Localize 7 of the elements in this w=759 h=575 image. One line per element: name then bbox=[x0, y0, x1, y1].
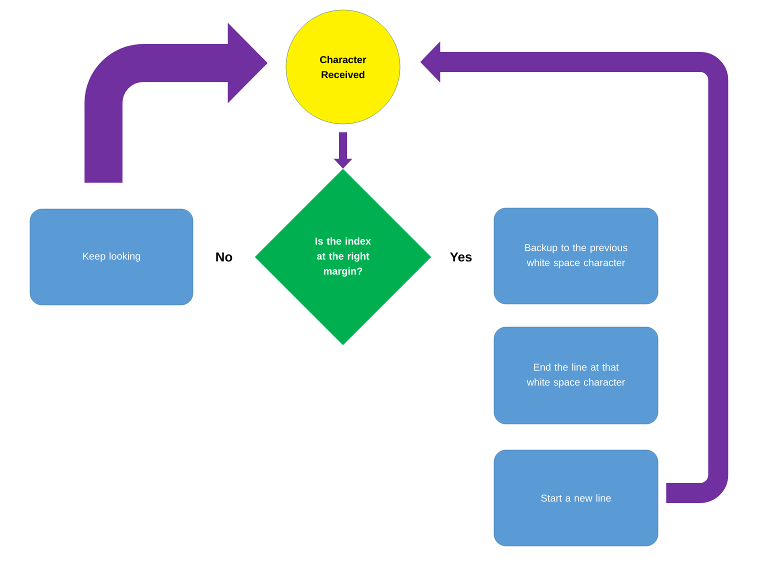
process-box: End the line at that white space character bbox=[494, 326, 658, 424]
process-box: Start a new line bbox=[494, 450, 658, 546]
branch-label: Yes bbox=[450, 252, 472, 262]
branch-label: No bbox=[216, 252, 232, 262]
process-box: Keep looking bbox=[30, 208, 194, 306]
circle-node: Character Received bbox=[286, 10, 400, 124]
process-box: Backup to the previous white space character bbox=[494, 208, 658, 304]
